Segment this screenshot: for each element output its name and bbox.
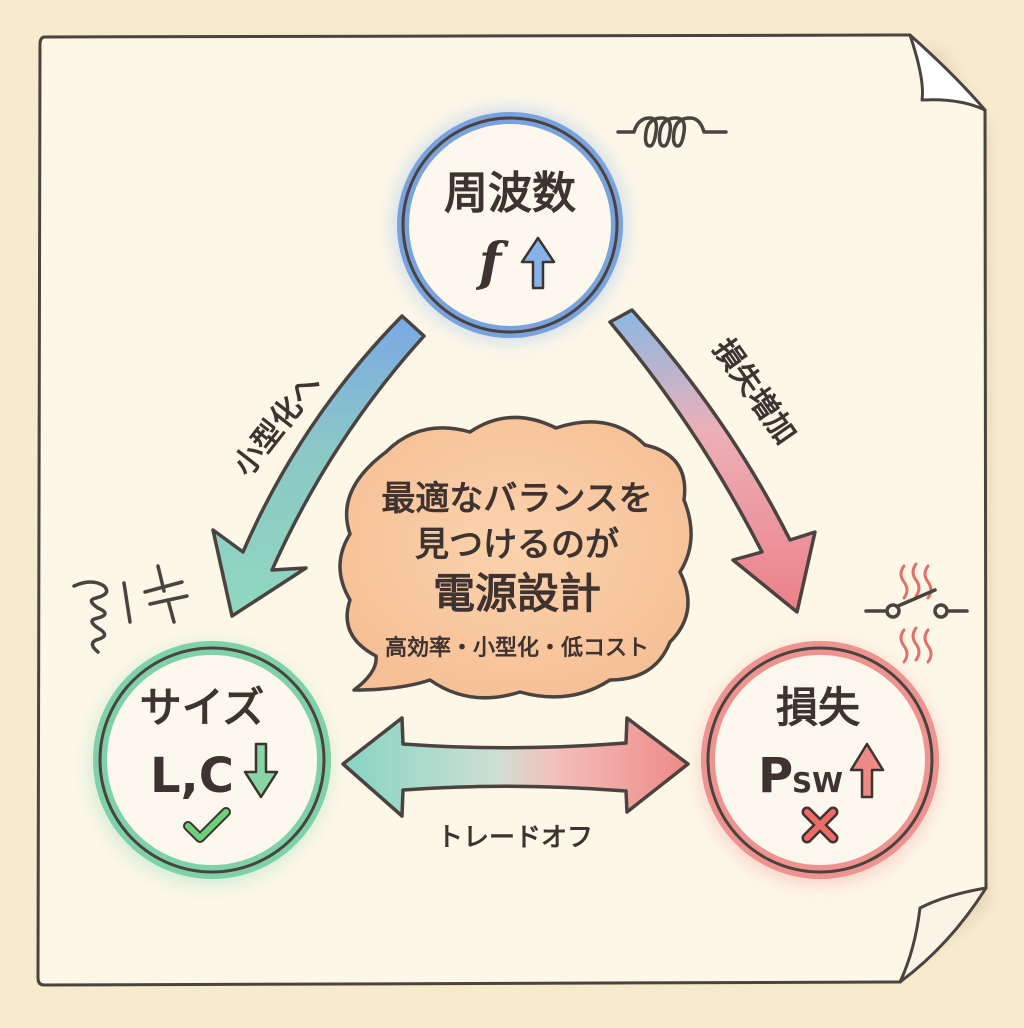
size-down-arrow-icon — [243, 742, 279, 799]
size-title: サイズ — [140, 683, 265, 732]
loss-up-arrow-icon — [849, 742, 885, 799]
loss-title: 損失 — [776, 683, 861, 732]
center-line-4: 高効率・小型化・低コスト — [385, 635, 649, 661]
frequency-title: 周波数 — [444, 168, 576, 219]
inductor-coil-icon — [616, 116, 728, 148]
arrow-freq-to-loss — [608, 308, 817, 614]
size-symbol: L,C — [150, 748, 234, 804]
loss-symbol-main: P — [758, 748, 793, 804]
node-size: サイズ L,C — [93, 641, 331, 879]
center-line-2: 見つけるのが — [415, 525, 619, 565]
page-curl-top-right-icon — [908, 33, 987, 112]
center-speech-bubble: 最適なバランスを 見つけるのが 電源設計 高効率・小型化・低コスト — [338, 415, 693, 700]
center-line-3: 電源設計 — [433, 569, 601, 618]
center-line-1: 最適なバランスを — [381, 479, 652, 519]
arrow-freq-to-size — [211, 314, 426, 618]
inductor-capacitor-icon — [72, 564, 189, 654]
edge-label-tradeoff: トレードオフ — [437, 823, 593, 853]
size-check-fill — [185, 809, 229, 841]
loss-x-icon — [801, 806, 839, 844]
switch-heat-icon — [864, 562, 969, 664]
page-curl-bottom-right-icon — [898, 886, 988, 984]
node-loss: 損失 P SW — [701, 641, 939, 879]
frequency-up-arrow-icon — [520, 236, 556, 290]
tradeoff-double-arrow — [341, 716, 690, 818]
loss-symbol-sub: SW — [792, 766, 843, 799]
node-frequency: 周波数 f — [397, 112, 623, 338]
